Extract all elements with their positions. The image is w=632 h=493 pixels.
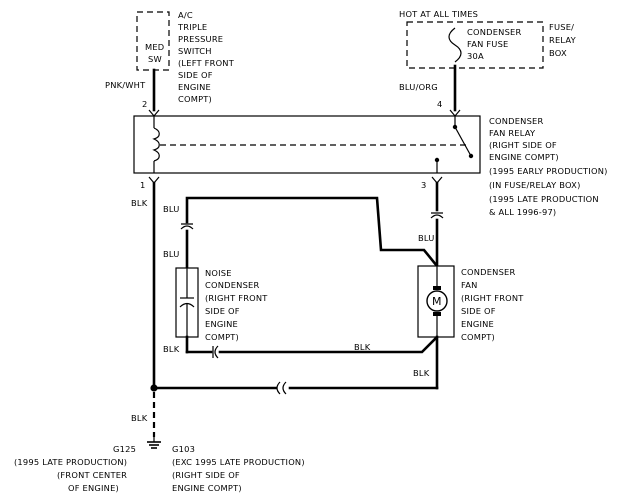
g125-line1: G125 <box>113 444 136 454</box>
fuse-symbol <box>448 27 462 63</box>
wire-blk-fan-return <box>218 335 439 354</box>
wire-pnk-wht-label: PNK/WHT <box>105 80 146 90</box>
pin-2-label: 2 <box>142 99 147 109</box>
fan-motor-brush-bottom <box>433 312 441 316</box>
relay-label-line5: (1995 EARLY PRODUCTION) <box>489 166 608 176</box>
ac-switch-label-line3: PRESSURE <box>178 34 223 44</box>
ac-switch-label-line8: COMPT) <box>178 94 212 104</box>
fuse-relay-box-line1: FUSE/ <box>549 22 574 32</box>
wire-blu-noise-mid-label: BLU <box>163 249 180 259</box>
wire-blk-pin1-label: BLK <box>131 198 148 208</box>
ac-switch-label: A/C TRIPLE PRESSURE SWITCH (LEFT FRONT S… <box>177 10 235 104</box>
wire-blk-ground-label: BLK <box>131 413 148 423</box>
relay-switch-contact <box>468 153 474 159</box>
pin-1-label: 1 <box>140 180 145 190</box>
wire-blu-branch <box>185 196 439 268</box>
relay-label-line2: FAN RELAY <box>489 128 536 138</box>
med-sw-label-line2: SW <box>148 54 162 64</box>
condenser-fan-relay <box>133 115 481 174</box>
connector-fan-feed <box>430 212 444 219</box>
relay-label-line3: (RIGHT SIDE OF <box>489 140 557 150</box>
ac-switch-label-line2: TRIPLE <box>177 22 207 32</box>
relay-label-line1: CONDENSER <box>489 116 543 126</box>
relay-label-line6: (IN FUSE/RELAY BOX) <box>489 180 581 190</box>
motor-symbol: M <box>432 295 442 308</box>
fuse-relay-box-line3: BOX <box>549 48 567 58</box>
connector-noise-bottom <box>212 345 219 359</box>
ac-pressure-switch: MED SW <box>136 11 170 71</box>
fuse-relay-box: CONDENSER FAN FUSE 30A <box>406 21 544 69</box>
condenser-fan-label: CONDENSER FAN (RIGHT FRONT SIDE OF ENGIN… <box>461 267 524 342</box>
connector-ground-bus <box>276 381 287 395</box>
g103-line3: (RIGHT SIDE OF <box>172 470 240 480</box>
hot-at-all-times-label: HOT AT ALL TIMES <box>399 9 478 19</box>
relay-switch-arm <box>454 126 472 157</box>
g103-line2: (EXC 1995 LATE PRODUCTION) <box>172 457 305 467</box>
condenser-fan-line4: SIDE OF <box>461 306 496 316</box>
ac-switch-label-line4: SWITCH <box>178 46 212 56</box>
relay-label-line8: & ALL 1996-97) <box>489 207 556 217</box>
noise-condenser <box>175 267 199 338</box>
condenser-fan-fuse-line2: FAN FUSE <box>467 39 508 49</box>
fuse-relay-box-line2: RELAY <box>549 35 577 45</box>
condenser-fan-line5: ENGINE <box>461 319 494 329</box>
condenser-fan-line6: COMPT) <box>461 332 495 342</box>
g103-line4: ENGINE COMPT) <box>172 483 242 493</box>
noise-condenser-line5: ENGINE <box>205 319 238 329</box>
fuse-relay-box-label: FUSE/ RELAY BOX <box>549 22 577 58</box>
wire-blu-fan-label: BLU <box>418 233 435 243</box>
ground-symbol-icon <box>147 437 161 449</box>
ac-switch-label-line1: A/C <box>178 10 193 20</box>
relay-coil-icon <box>152 127 160 162</box>
condenser-fan-relay-label: CONDENSER FAN RELAY (RIGHT SIDE OF ENGIN… <box>489 116 608 217</box>
fan-motor-icon <box>426 290 448 312</box>
wire-blu-noise-top-label: BLU <box>163 204 180 214</box>
noise-condenser-line2: CONDENSER <box>205 280 259 290</box>
wire-blk-noise-label: BLK <box>163 344 180 354</box>
wire-blk-fan-return-label: BLK <box>354 342 371 352</box>
condenser-fan-line3: (RIGHT FRONT <box>461 293 524 303</box>
splice-dot <box>150 384 158 392</box>
noise-condenser-line6: COMPT) <box>205 332 239 342</box>
ground-g103-label: G103 (EXC 1995 LATE PRODUCTION) (RIGHT S… <box>172 444 305 493</box>
condenser-fan: M <box>417 265 455 338</box>
relay-label-line4: ENGINE COMPT) <box>489 152 559 162</box>
ac-switch-label-line5: (LEFT FRONT <box>178 58 235 68</box>
capacitor-plate-bottom <box>179 302 195 308</box>
noise-condenser-line4: SIDE OF <box>205 306 240 316</box>
fan-motor-brush-top <box>433 286 441 290</box>
g125-line3: (FRONT CENTER <box>57 470 127 480</box>
condenser-fan-fuse-line1: CONDENSER <box>467 27 521 37</box>
condenser-fan-line2: FAN <box>461 280 478 290</box>
ac-switch-label-line6: SIDE OF <box>178 70 213 80</box>
g125-line4: OF ENGINE) <box>68 483 119 493</box>
wire-blk-fan-down-label: BLK <box>413 368 430 378</box>
pin-4-label: 4 <box>437 99 442 109</box>
connector-noise-top <box>180 223 194 230</box>
pin-3-label: 3 <box>421 180 426 190</box>
g125-line2: (1995 LATE PRODUCTION) <box>14 457 127 467</box>
ac-switch-label-line7: ENGINE <box>178 82 211 92</box>
condenser-fan-fuse-line3: 30A <box>467 51 484 61</box>
fuse-box-dashed-outline <box>406 21 544 69</box>
wire-blu-org-label: BLU/ORG <box>399 82 438 92</box>
g103-line1: G103 <box>172 444 195 454</box>
noise-condenser-line1: NOISE <box>205 268 232 278</box>
condenser-fan-line1: CONDENSER <box>461 267 515 277</box>
med-sw-label-line1: MED <box>145 42 164 52</box>
ground-g125-label: G125 (1995 LATE PRODUCTION) (FRONT CENTE… <box>14 444 136 493</box>
noise-condenser-line3: (RIGHT FRONT <box>205 293 268 303</box>
noise-condenser-label: NOISE CONDENSER (RIGHT FRONT SIDE OF ENG… <box>205 268 268 342</box>
relay-label-line7: (1995 LATE PRODUCTION <box>489 194 599 204</box>
